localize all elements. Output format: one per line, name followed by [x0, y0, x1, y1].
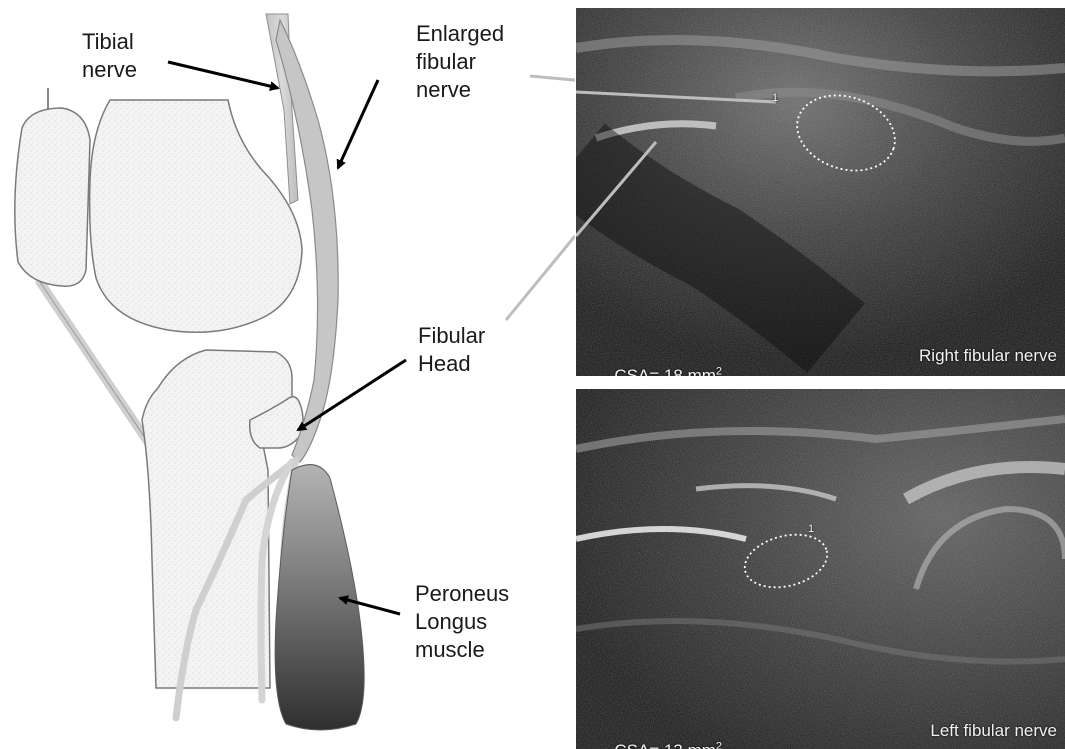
side-label-left: Left fibular nerve	[930, 721, 1057, 741]
csa-right-value: CSA= 18 mm2	[586, 346, 722, 376]
side-label-right: Right fibular nerve	[919, 346, 1057, 366]
patella-bone	[15, 108, 90, 286]
csa-left-sup: 2	[716, 740, 722, 749]
arrow-fibular-nerve	[338, 80, 378, 168]
label-enlarged-fibular-nerve: Enlarged fibular nerve	[416, 20, 504, 104]
marker-right: 1	[772, 88, 778, 108]
csa-right-sup: 2	[716, 365, 722, 376]
us-arrow-fibular-nerve	[530, 76, 575, 98]
ultrasound-panel-right: 1 CSA= 18 mm2 Right fibular nerve	[576, 8, 1065, 376]
ultrasound-image-right	[576, 8, 1065, 376]
ultrasound-panel-left: 1 CSA= 13 mm2 Left fibular nerve	[576, 389, 1065, 749]
ultrasound-image-left	[576, 389, 1065, 749]
peroneus-longus-muscle	[275, 465, 364, 730]
label-tibial-nerve: Tibial nerve	[82, 28, 137, 84]
marker-left: 1	[808, 519, 814, 539]
label-peroneus-longus: Peroneus Longus muscle	[415, 580, 509, 664]
femur-condyle-bone	[90, 100, 302, 332]
csa-left-value: CSA= 13 mm2	[586, 721, 722, 749]
csa-left-text: CSA= 13 mm	[614, 741, 716, 749]
csa-right-text: CSA= 18 mm	[614, 366, 716, 376]
label-fibular-head: Fibular Head	[418, 322, 485, 378]
us-arrow-fibular-head	[506, 236, 575, 320]
arrow-tibial-nerve	[168, 62, 278, 88]
